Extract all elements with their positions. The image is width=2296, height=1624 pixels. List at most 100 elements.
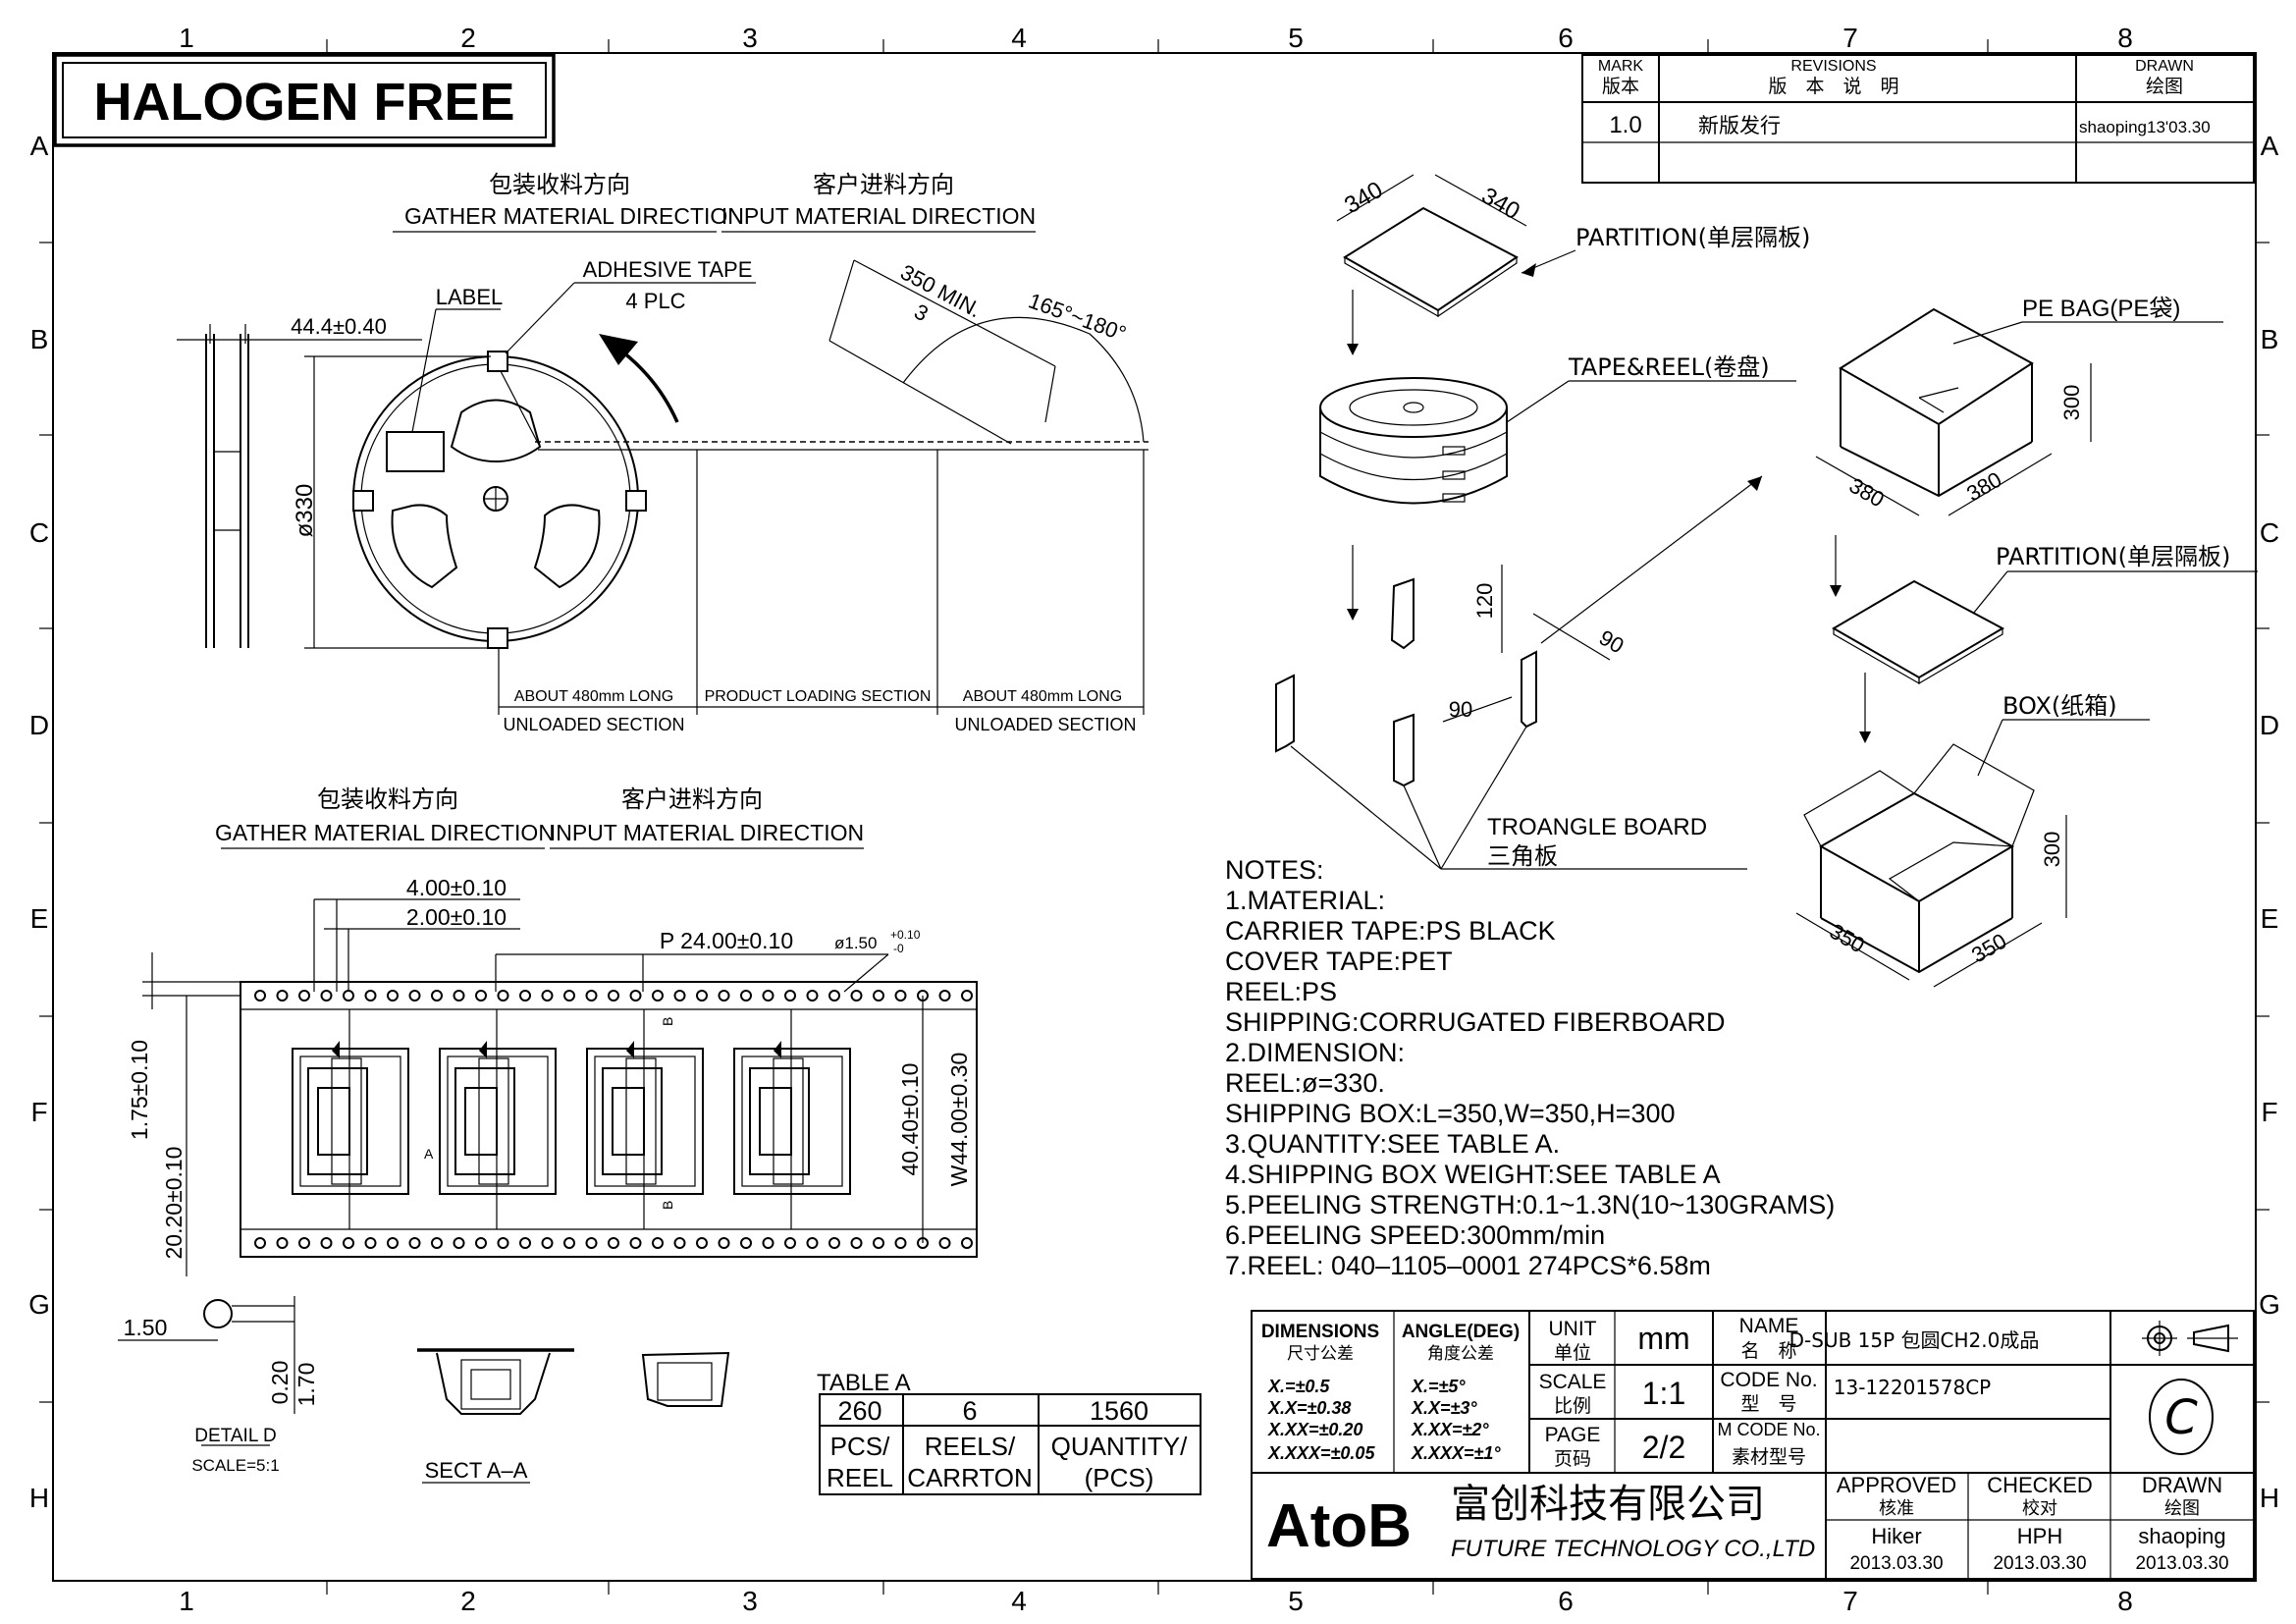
sprocket-hole <box>408 990 421 1001</box>
note-line: SHIPPING:CORRUGATED FIBERBOARD <box>1225 1007 1726 1037</box>
grid-row-label: G <box>28 1289 50 1320</box>
grid-col-label: 6 <box>1558 1586 1574 1616</box>
rev-mark-cn: 版本 <box>1602 76 1639 97</box>
tb-tol: X.X=±0.38 <box>1267 1398 1351 1418</box>
sprocket-hole <box>740 990 752 1001</box>
tape-hole-tol-dn: -0 <box>893 942 904 955</box>
note-line: SHIPPING BOX:L=350,W=350,H=300 <box>1225 1099 1676 1128</box>
table-a-value: 260 <box>837 1396 881 1426</box>
table-a-label: CARRTON <box>907 1463 1033 1492</box>
grid-col-label: 8 <box>2117 1586 2133 1616</box>
tape-hole-dia: ø1.50 <box>834 934 877 952</box>
tape-pocket <box>439 1009 557 1229</box>
grid-ticks <box>39 39 2269 1595</box>
table-a: TABLE A 260 6 1560 PCS/ REEL REELS/ CARR… <box>817 1370 1201 1495</box>
tb-page-cn: 页码 <box>1554 1448 1591 1470</box>
tape-pocket <box>586 1009 704 1229</box>
tb-code-en: CODE No. <box>1720 1369 1817 1391</box>
tb-unit-val: mm <box>1637 1321 1689 1356</box>
sprocket-hole <box>762 990 774 1001</box>
tape-dim-175: 1.75±0.10 <box>127 1040 152 1140</box>
grid-row-label: D <box>2260 710 2279 740</box>
tape-view: 包装收料方向 GATHER MATERIAL DIRECTION 客户进料方向 … <box>118 785 978 1484</box>
dim-380-b: 380 <box>1962 466 2005 506</box>
table-a-value: 6 <box>962 1396 977 1426</box>
grid-row-label: C <box>2260 517 2279 548</box>
sprocket-holes <box>254 990 973 1249</box>
reel-label-box <box>386 431 445 472</box>
sprocket-hole <box>850 1237 863 1249</box>
tape-pocket <box>733 1009 851 1229</box>
tb-tol: X.=±0.5 <box>1267 1377 1330 1396</box>
table-a-title: TABLE A <box>817 1370 911 1396</box>
tb-scale-en: SCALE <box>1539 1371 1607 1393</box>
reel-input-cn: 客户进料方向 <box>813 171 954 198</box>
grid-col-label: 5 <box>1288 23 1304 53</box>
company-en: FUTURE TECHNOLOGY CO.,LTD <box>1451 1536 1815 1562</box>
box-label: BOX(纸箱) <box>2002 692 2117 720</box>
sprocket-hole <box>828 990 840 1001</box>
sprocket-hole <box>541 990 554 1001</box>
reel-label-text: LABEL <box>436 285 504 309</box>
rev-drawn-cn: 绘图 <box>2146 76 2183 97</box>
sprocket-hole <box>387 990 399 1001</box>
note-line: 6.PEELING SPEED:300mm/min <box>1225 1220 1605 1250</box>
grid-row-label: D <box>29 710 49 740</box>
grid-left: A B C D E F G H <box>28 131 50 1513</box>
sprocket-hole <box>938 990 951 1001</box>
tb-angle-cn: 角度公差 <box>1427 1344 1494 1364</box>
grid-col-label: 1 <box>179 23 194 53</box>
grid-col-label: 7 <box>1842 23 1858 53</box>
rev-row-mark: 1.0 <box>1609 112 1641 138</box>
sprocket-hole <box>320 990 333 1001</box>
tb-ang: X.X=±3° <box>1411 1398 1477 1418</box>
grid-col-label: 7 <box>1842 1586 1858 1616</box>
tb-ang: X.XXX=±1° <box>1411 1443 1501 1463</box>
section-aa-drawing <box>417 1348 730 1415</box>
sprocket-hole <box>408 1237 421 1249</box>
sprocket-hole <box>364 990 377 1001</box>
tb-dimensions-cn: 尺寸公差 <box>1287 1344 1354 1364</box>
partition-mid-label: PARTITION(单层隔板) <box>1996 543 2230 570</box>
sprocket-hole <box>806 990 819 1001</box>
dim-90-b: 90 <box>1449 697 1472 722</box>
reel-unloaded-left: UNLOADED SECTION <box>503 715 684 734</box>
grid-col-label: 8 <box>2117 23 2133 53</box>
note-line: 2.DIMENSION: <box>1225 1038 1405 1067</box>
sprocket-hole <box>806 1237 819 1249</box>
note-line: REEL:ø=330. <box>1225 1068 1385 1098</box>
reel-adhesive-text: ADHESIVE TAPE <box>583 257 753 282</box>
reel-view: 包装收料方向 GATHER MATERIAL DIRECTION 客户进料方向 … <box>177 171 1148 734</box>
halogen-free-banner: HALOGEN FREE <box>53 53 556 147</box>
note-line: NOTES: <box>1225 855 1324 885</box>
sprocket-hole <box>784 1237 796 1249</box>
grid-right: A B C D E F G H <box>2259 131 2280 1513</box>
sprocket-hole <box>629 990 642 1001</box>
tb-approved-date: 2013.03.30 <box>1849 1553 1943 1574</box>
sprocket-hole <box>961 1237 973 1249</box>
grid-col-label: 4 <box>1011 23 1027 53</box>
projection-symbol-icon <box>2142 1321 2238 1356</box>
tb-revision-letter: C <box>2164 1390 2198 1445</box>
triangle-board-en: TROANGLE BOARD <box>1487 814 1707 840</box>
tb-name-cn: 名 称 <box>1740 1340 1796 1362</box>
grid-row-label: A <box>30 131 49 161</box>
tb-drawn-name: shaoping <box>2138 1524 2225 1548</box>
grid-row-label: C <box>29 517 49 548</box>
sprocket-hole <box>718 1237 730 1249</box>
tb-approved-name: Hiker <box>1871 1524 1921 1548</box>
tb-code-cn: 型 号 <box>1740 1393 1796 1415</box>
packaging-diagram: 340 340 PARTITION(单层隔板) TAPE&REEL(卷盘) <box>1275 174 2258 988</box>
tb-code-val: 13-12201578CP <box>1834 1376 1992 1399</box>
sprocket-hole <box>343 990 354 1001</box>
tb-drawn-cn: 绘图 <box>2164 1498 2200 1519</box>
grid-col-label: 2 <box>460 23 476 53</box>
reel-leader-len: 350 MIN. <box>896 259 986 322</box>
grid-row-label: A <box>2261 131 2279 161</box>
grid-row-label: B <box>30 324 49 354</box>
sprocket-hole <box>873 990 884 1001</box>
rev-row-desc: 新版发行 <box>1698 114 1781 137</box>
grid-col-label: 1 <box>179 1586 194 1616</box>
sprocket-hole <box>762 1237 774 1249</box>
sprocket-hole <box>894 990 907 1001</box>
